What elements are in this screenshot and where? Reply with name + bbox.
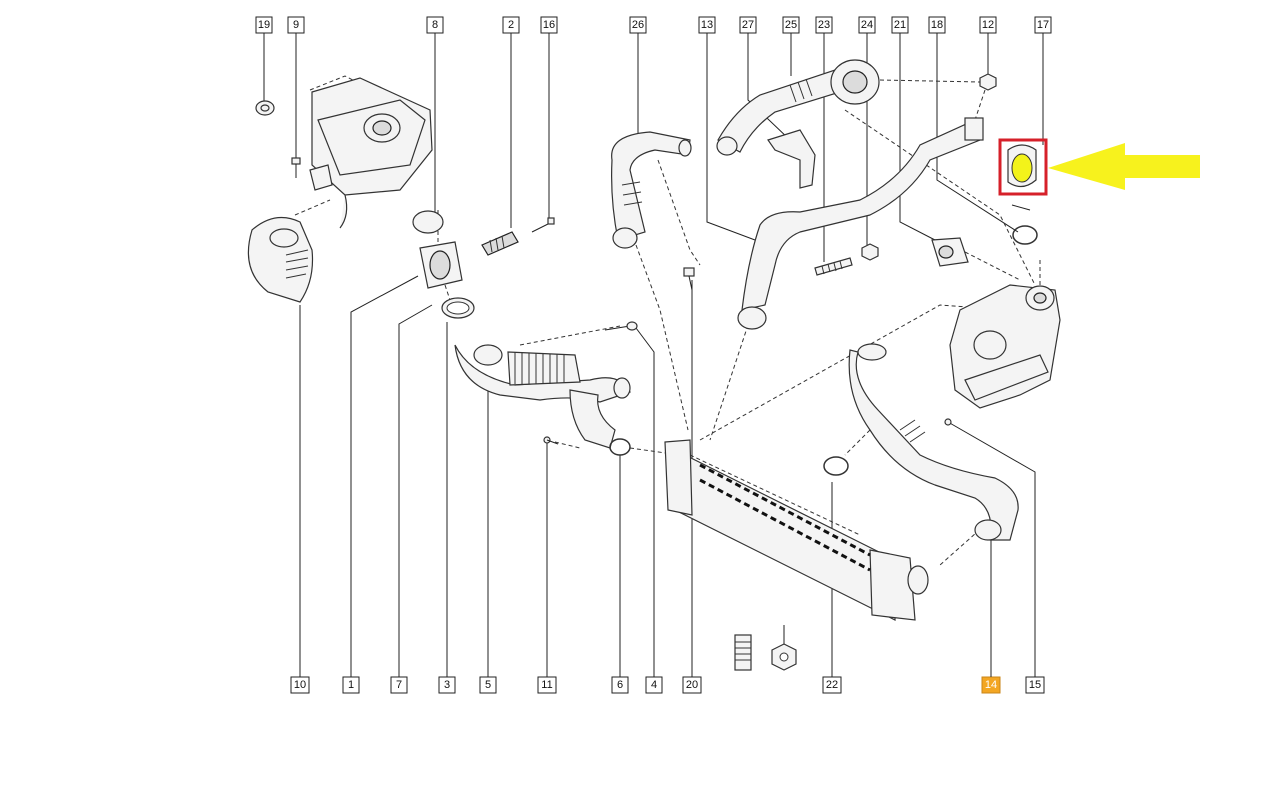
callout-bottom-1: 1 [342,676,360,694]
callout-bottom-4: 4 [645,676,663,694]
throttle-body [830,59,880,105]
svg-text:18: 18 [931,19,943,31]
callout-bottom-10: 10 [290,676,310,694]
svg-text:13: 13 [701,19,713,31]
part-9-screw [291,157,301,178]
detail-inset-fasteners [734,625,797,671]
svg-text:15: 15 [1029,679,1041,691]
highlight-box [998,138,1048,196]
svg-text:16: 16 [543,19,555,31]
air-filter-housing [309,77,433,229]
callout-bottom-14-highlighted: 14 [981,676,1001,694]
part-11-screw [543,436,559,445]
part-6-o-ring [609,438,631,456]
callout-top-27: 27 [739,16,757,34]
svg-text:12: 12 [982,19,994,31]
callout-top-21: 21 [891,16,909,34]
part-13-hose [737,117,984,330]
part-14-lower-pipe [848,343,1019,541]
svg-text:24: 24 [861,19,873,31]
svg-text:20: 20 [686,679,698,691]
callout-top-24: 24 [858,16,876,34]
part-23-stud [814,257,853,276]
svg-text:17: 17 [1037,19,1049,31]
part-26-hose [611,131,692,249]
svg-text:5: 5 [485,679,491,691]
svg-text:19: 19 [258,19,270,31]
svg-text:7: 7 [396,679,402,691]
callout-top-13: 13 [698,16,716,34]
part-21-sensor [931,237,969,267]
callout-bottom-6: 6 [611,676,629,694]
callout-top-25: 25 [782,16,800,34]
callout-top-12: 12 [979,16,997,34]
svg-text:8: 8 [432,19,438,31]
svg-text:27: 27 [742,19,754,31]
svg-text:26: 26 [632,19,644,31]
svg-text:4: 4 [651,679,657,691]
part-12-nut [979,73,997,91]
part-8-o-ring [412,210,444,234]
callout-top-26: 26 [629,16,647,34]
callout-top-23: 23 [815,16,833,34]
callout-top-19: 19 [255,16,273,34]
part-27-bracket [767,129,816,189]
svg-text:11: 11 [541,679,552,691]
svg-text:23: 23 [818,19,830,31]
part-2-sensor [481,231,519,256]
highlight-arrow-icon [1048,143,1200,190]
turbocharger [949,284,1061,409]
part-18-clamp [1011,204,1038,245]
part-19-washer [255,100,275,116]
part-intercooler [664,439,929,621]
callout-bottom-7: 7 [390,676,408,694]
callout-bottom-5: 5 [479,676,497,694]
svg-text:22: 22 [826,679,838,691]
svg-text:14: 14 [985,679,997,691]
callout-bottom-3: 3 [438,676,456,694]
svg-text:1: 1 [348,679,354,691]
svg-text:10: 10 [294,679,306,691]
callout-top-9: 9 [287,16,305,34]
callout-bottom-22: 22 [822,676,842,694]
part-22-clamp [823,456,849,476]
callout-bottom-15: 15 [1025,676,1045,694]
svg-text:9: 9 [293,19,299,31]
callout-top-17: 17 [1034,16,1052,34]
part-17-pipe-end [1007,144,1037,188]
svg-text:2: 2 [508,19,514,31]
svg-text:25: 25 [785,19,797,31]
callout-top-2: 2 [502,16,520,34]
callout-bottom-20: 20 [682,676,702,694]
svg-text:3: 3 [444,679,450,691]
part-16-bolt [531,217,555,233]
part-5-intake-duct [454,344,631,449]
part-3-clamp [441,297,475,319]
svg-text:21: 21 [894,19,906,31]
callout-bottom-11: 11 [537,676,557,694]
part-1-flow-meter [419,241,463,289]
part-4-bolt [604,321,638,331]
callout-top-8: 8 [426,16,444,34]
svg-text:6: 6 [617,679,623,691]
part-15-screw [944,418,952,426]
part-10-intake-hose [247,216,314,303]
part-24-nut [861,243,879,261]
callout-top-18: 18 [928,16,946,34]
part-20-bolt [683,267,695,291]
callout-top-16: 16 [540,16,558,34]
